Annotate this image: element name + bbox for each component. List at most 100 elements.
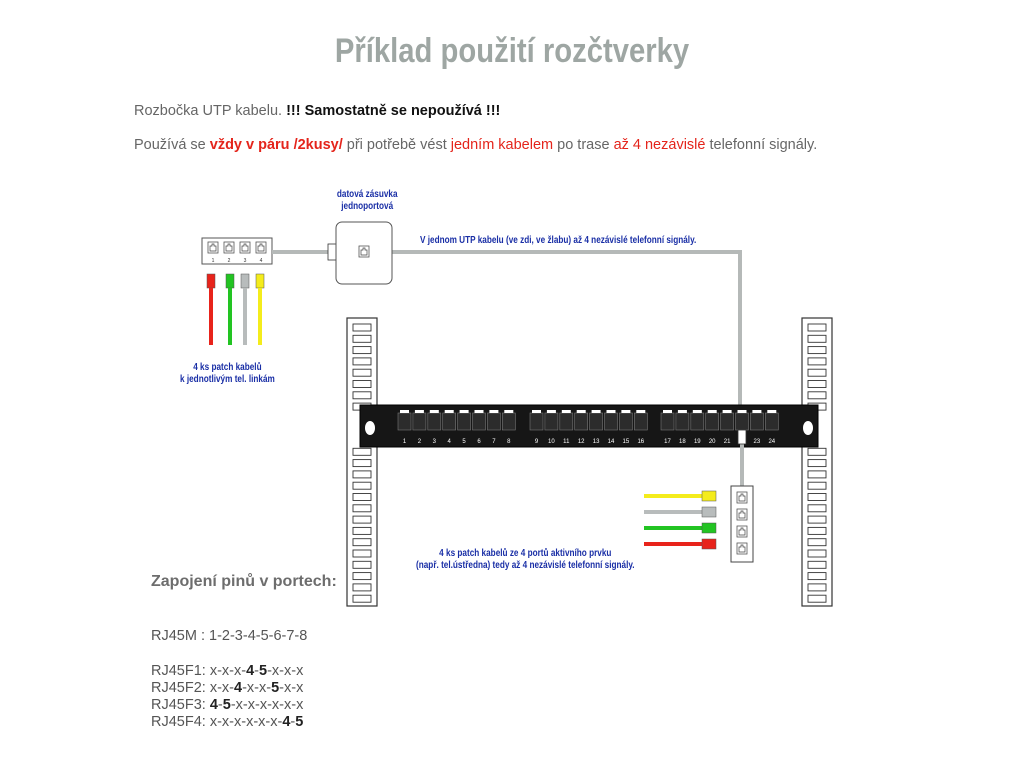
rail-hole bbox=[352, 368, 372, 377]
splitter-right[interactable] bbox=[730, 485, 754, 563]
rail-hole bbox=[352, 323, 372, 332]
panel-port-8[interactable]: 8 bbox=[501, 410, 516, 445]
panel-port-label: 21 bbox=[724, 439, 731, 445]
pinout-pin-text: x-x- bbox=[209, 680, 235, 696]
data-socket[interactable] bbox=[335, 221, 393, 285]
red-rj45-plug bbox=[206, 273, 216, 289]
rail-hole bbox=[807, 391, 827, 400]
rail-hole bbox=[352, 481, 372, 490]
intro-highlight-pair: vždy v páru /2kusy/ bbox=[209, 137, 343, 153]
panel-port-19[interactable]: 19 bbox=[690, 410, 705, 445]
rail-hole bbox=[807, 323, 827, 332]
pinout-rj45m: RJ45M : 1-2-3-4-5-6-7-8 bbox=[151, 628, 308, 644]
pinout-pin-text: x-x-x-x-x-x- bbox=[209, 714, 283, 730]
rail-hole bbox=[352, 515, 372, 524]
pinout-pin-text: -x-x-x-x-x-x bbox=[230, 697, 304, 713]
cable-label: V jednom UTP kabelu (ve zdi, ve žlabu) a… bbox=[420, 235, 697, 246]
pinout-active-pin: 5 bbox=[295, 714, 304, 730]
pinout-pin-text: - bbox=[290, 714, 296, 730]
panel-port-label: 3 bbox=[433, 439, 437, 445]
panel-port-5[interactable]: 5 bbox=[457, 410, 471, 445]
panel-port-24[interactable]: 24 bbox=[764, 410, 779, 445]
panel-port-13[interactable]: 13 bbox=[589, 410, 603, 445]
pinout-active-pin: 5 bbox=[271, 680, 280, 696]
pinout-active-pin: 4 bbox=[246, 663, 255, 679]
intro-warning: !!! Samostatně se nepoužívá !!! bbox=[286, 103, 501, 119]
rack-rail-right bbox=[801, 317, 833, 607]
rail-hole bbox=[352, 526, 372, 535]
intro-text: Používá se bbox=[134, 137, 210, 153]
rail-hole bbox=[807, 447, 827, 456]
panel-port-6[interactable]: 6 bbox=[472, 410, 486, 445]
panel-port-label: 23 bbox=[754, 439, 761, 445]
rail-hole bbox=[352, 583, 372, 592]
panel-port-21[interactable]: 21 bbox=[720, 410, 734, 445]
panel-port-label: 24 bbox=[768, 439, 775, 445]
panel-port-label: 13 bbox=[593, 439, 600, 445]
intro-text: telefonní signály. bbox=[705, 137, 818, 153]
pinout-row-label: RJ45F2: bbox=[151, 680, 210, 696]
intro-highlight-signals: až 4 nezávislé bbox=[613, 137, 706, 153]
pinout-active-pin: 4 bbox=[282, 714, 291, 730]
splitter-port-label: 3 bbox=[244, 258, 247, 264]
pinout-active-pin: 5 bbox=[259, 663, 268, 679]
rail-hole bbox=[807, 357, 827, 366]
rail-hole bbox=[807, 481, 827, 490]
panel-port-label: 20 bbox=[709, 439, 716, 445]
intro-line-1: Rozbočka UTP kabelu. !!! Samostatně se n… bbox=[134, 103, 500, 119]
panel-port-label: 18 bbox=[679, 439, 686, 445]
panel-port-20[interactable]: 20 bbox=[705, 410, 720, 445]
panel-port-label: 2 bbox=[418, 439, 422, 445]
panel-port-3[interactable]: 3 bbox=[427, 410, 442, 445]
intro-line-1-text: Rozbočka UTP kabelu. bbox=[134, 103, 287, 119]
patch-panel[interactable]: 123456789101112131415161718192021222324 bbox=[359, 404, 819, 448]
utp-cable-in-wall bbox=[392, 250, 742, 432]
intro-text: po trase bbox=[553, 137, 614, 153]
panel-port-2[interactable]: 2 bbox=[412, 410, 427, 445]
panel-port-7[interactable]: 7 bbox=[487, 410, 501, 445]
rail-hole bbox=[807, 493, 827, 501]
panel-port-label: 5 bbox=[462, 439, 466, 445]
panel-port-18[interactable]: 18 bbox=[675, 410, 690, 445]
rail-hole bbox=[352, 493, 372, 501]
green-rj45-plug bbox=[225, 273, 235, 289]
panel-port-14[interactable]: 14 bbox=[604, 410, 618, 445]
panel-port-9[interactable]: 9 bbox=[529, 410, 544, 445]
rail-hole bbox=[807, 560, 827, 569]
panel-port-label: 17 bbox=[664, 439, 671, 445]
panel-port-1[interactable]: 1 bbox=[397, 410, 412, 445]
panel-port-11[interactable]: 11 bbox=[559, 410, 574, 445]
rail-hole bbox=[352, 549, 372, 558]
pinout-row: RJ45F4: x-x-x-x-x-x-4-5 bbox=[151, 714, 303, 731]
panel-port-10[interactable]: 10 bbox=[544, 410, 559, 445]
red-rj45-plug bbox=[701, 538, 717, 550]
pinout-pin-text: - bbox=[217, 697, 223, 713]
yellow-rj45-plug bbox=[701, 490, 717, 502]
rail-hole bbox=[807, 334, 827, 343]
panel-port-12[interactable]: 12 bbox=[574, 410, 589, 445]
rail-hole bbox=[352, 504, 372, 513]
rail-hole bbox=[807, 572, 827, 581]
pinout-row: RJ45F1: x-x-x-4-5-x-x-x bbox=[151, 663, 303, 680]
panel-mount-hole bbox=[365, 421, 375, 435]
rj45-plug bbox=[737, 429, 747, 445]
pinout-row-label: RJ45F3: bbox=[151, 697, 210, 713]
rail-hole bbox=[352, 594, 372, 603]
splitter-port-label: 2 bbox=[228, 258, 231, 264]
rail-hole bbox=[807, 526, 827, 535]
panel-port-label: 4 bbox=[448, 439, 452, 445]
panel-port-16[interactable]: 16 bbox=[633, 410, 648, 445]
panel-port-4[interactable]: 4 bbox=[442, 410, 457, 445]
rail-hole bbox=[352, 391, 372, 400]
rail-hole bbox=[352, 572, 372, 581]
pinout-active-pin: 5 bbox=[222, 697, 231, 713]
panel-port-label: 15 bbox=[623, 439, 630, 445]
intro-text: při potřebě vést bbox=[342, 137, 451, 153]
panel-port-15[interactable]: 15 bbox=[619, 410, 633, 445]
panel-port-23[interactable]: 23 bbox=[750, 410, 764, 445]
panel-port-17[interactable]: 17 bbox=[660, 410, 675, 445]
pinout-pin-text: - bbox=[254, 663, 260, 679]
